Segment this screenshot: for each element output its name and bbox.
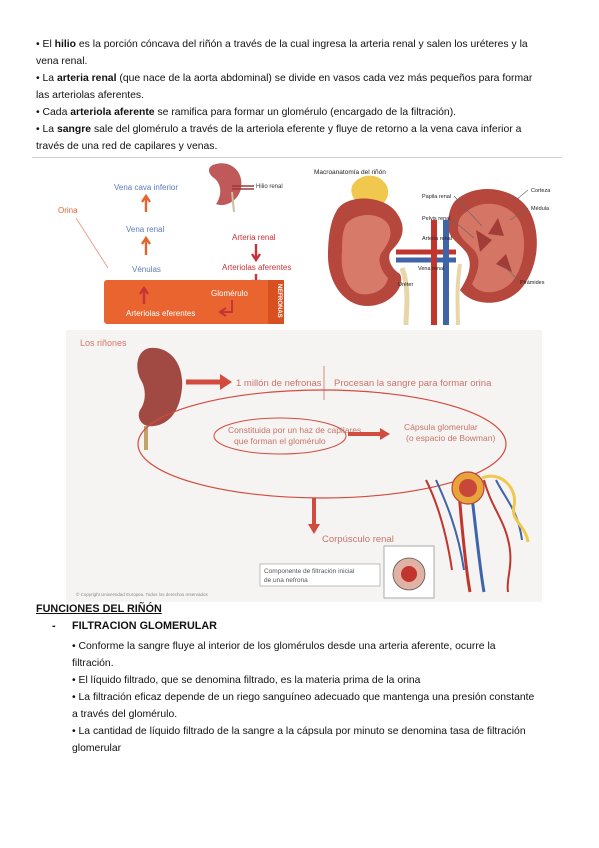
label-vena: Vena renal [418,266,444,272]
arrow-up-icon [141,193,151,212]
nephron-illustration [425,471,530,593]
inset-label-box [259,563,381,587]
figure-title: Los riñones [80,338,127,348]
bullet-3: • La filtración eficaz depende de un rie… [72,692,535,703]
arrow-right-icon [380,428,390,440]
copyright: © Copyright Universidad Europea. Todos l… [76,591,209,597]
label-arteriolas-aferentes: Arteriolas aferentes [222,263,291,272]
label-ureter: Uréter [398,282,413,288]
label-arteria: Arteria renal [422,236,452,242]
label-constituida-1: Constituida por un haz de capilares [228,425,361,435]
label-papila: Papila renal [422,194,451,200]
intro-line-1: • El hilio es la porción cóncava del riñ… [36,39,528,50]
label-constituida-2: que forman el glomérulo [234,436,326,446]
bullet-4: • La cantidad de líquido filtrado de la … [72,726,526,737]
nephron-flow-figure: Orina Vena cava inferior Vena renal Vénu… [36,160,298,325]
bullet-4-cont: glomerular [72,743,122,754]
label-nefronas: 1 millón de nefronas [236,378,322,389]
intro-line-3: • Cada arteriola aferente se ramifica pa… [36,107,457,118]
label-piramides: Pirámides [520,280,545,286]
label-arteriolas-eferentes: Arteriolas eferentes [126,309,195,318]
label-nefronas: NEFRONAS [276,284,282,318]
kidney-anatomy-figure: Macroanatomía del riñón Papila renal Pel… [306,160,562,325]
bullet-2: • El líquido filtrado, que se denomina f… [72,675,421,686]
divider [32,157,562,158]
bullet-3-cont: a través del glomérulo. [72,709,178,720]
arrow-down-icon [308,524,320,534]
section-title: FUNCIONES DEL RIÑÓN [36,603,162,615]
label-vena-cava: Vena cava inferior [114,183,178,192]
arrow-up-icon [141,235,151,255]
label-corteza: Corteza [531,188,551,194]
section-subtitle: FILTRACION GLOMERULAR [72,620,217,632]
intro-line-1-cont: vena renal. [36,56,88,67]
intro-line-2: • La arteria renal (que nace de la aorta… [36,73,533,84]
label-capsula-1: Cápsula glomerular [404,422,478,432]
arrow-up-icon [139,285,149,304]
nephron-box [104,280,280,324]
label-capsula-2: (o espacio de Bowman) [406,433,495,443]
label-orina: Orina [58,206,78,215]
arrow-down-icon [251,244,261,263]
kidney-icon [209,163,242,206]
renal-corpuscle-ellipse [137,389,507,499]
bullet-1-cont: filtración. [72,658,114,669]
intro-line-2-cont: las arteriolas aferentes. [36,90,145,101]
label-componente-2: de una nefrona [264,577,308,584]
label-procesan: Procesan la sangre para formar orina [334,378,492,389]
capillary-ellipse [213,417,347,455]
label-componente-1: Componente de filtración inicial [264,568,355,575]
label-corpusculo: Corpúsculo renal [322,534,394,545]
intro-line-4-cont: través de una red de capilares y venas. [36,141,218,152]
label-vena-renal: Vena renal [126,225,164,234]
kidney-icon [137,347,183,427]
nephron-figure: Los riñones 1 millón de nefronas Procesa… [66,330,542,602]
bullet-1: • Conforme la sangre fluye al interior d… [72,641,496,652]
arrow-right-icon [220,374,232,390]
anatomy-title: Macroanatomía del riñón [314,169,386,176]
arrow-left-icon [218,300,233,317]
label-arteria-renal: Arteria renal [232,233,276,242]
intro-line-4: • La sangre sale del glomérulo a través … [36,124,522,135]
label-hilio-renal: Hilio renal [256,184,283,190]
label-glomerulo: Glomérulo [211,289,248,298]
label-medula: Médula [531,206,550,212]
label-pelvis: Pelvis renal [422,216,450,222]
section-dash: - [52,620,56,632]
label-venulas: Vénulas [132,265,161,274]
